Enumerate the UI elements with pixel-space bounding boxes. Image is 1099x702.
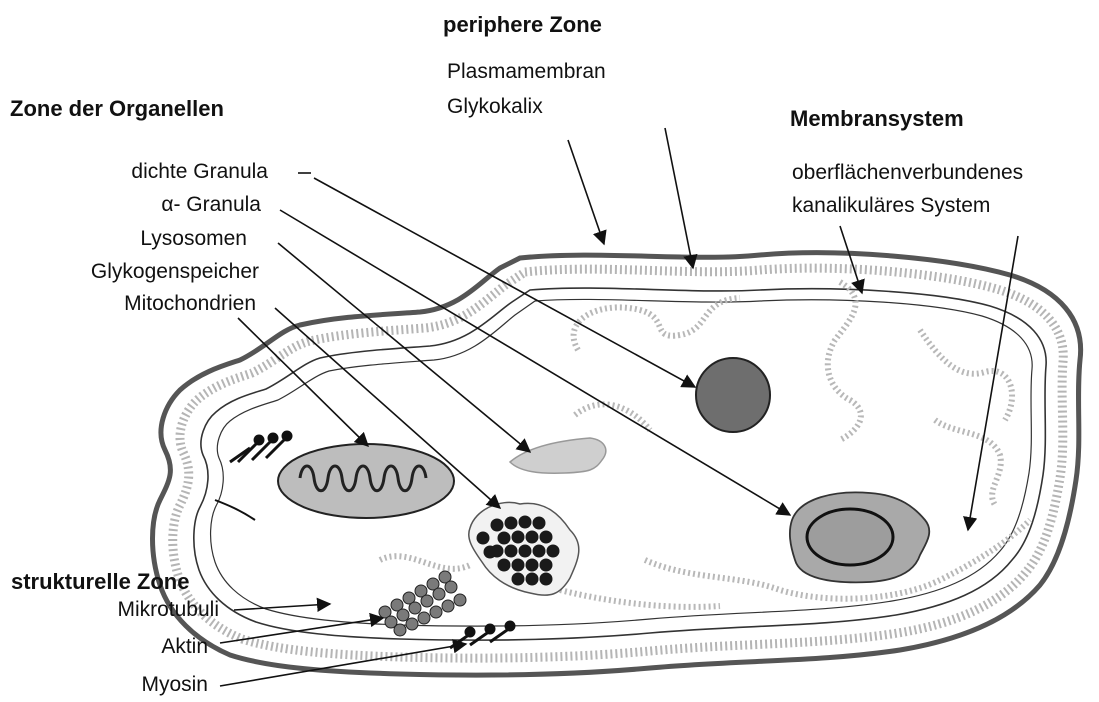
organelle-zone-title: Zone der Organellen (10, 96, 224, 122)
label-glycogen-storage: Glykogenspeicher (91, 260, 259, 284)
label-actin: Aktin (161, 635, 208, 659)
label-glycocalyx: Glykokalix (447, 95, 543, 119)
peripheral-zone-title: periphere Zone (443, 12, 602, 38)
membrane-system-title: Membransystem (790, 106, 964, 132)
label-open-canalicular-1: oberflächenverbundenes (792, 161, 1023, 185)
label-alpha-granules: α- Granula (161, 193, 261, 217)
lysosome (510, 438, 606, 473)
label-plasma-membrane: Plasmamembran (447, 60, 606, 84)
label-dense-granules: dichte Granula (131, 160, 268, 184)
alpha-granule-core (807, 509, 893, 565)
label-lysosomes: Lysosomen (140, 227, 247, 251)
label-mitochondria: Mitochondrien (124, 292, 256, 316)
canalicular-system (380, 282, 1030, 607)
label-myosin: Myosin (141, 673, 208, 697)
label-microtubules: Mikrotubuli (117, 598, 219, 622)
mitochondrion (278, 444, 454, 518)
dense-granule (696, 358, 770, 432)
structural-zone-title: strukturelle Zone (11, 569, 189, 595)
label-open-canalicular-2: kanalikuläres System (792, 194, 990, 218)
